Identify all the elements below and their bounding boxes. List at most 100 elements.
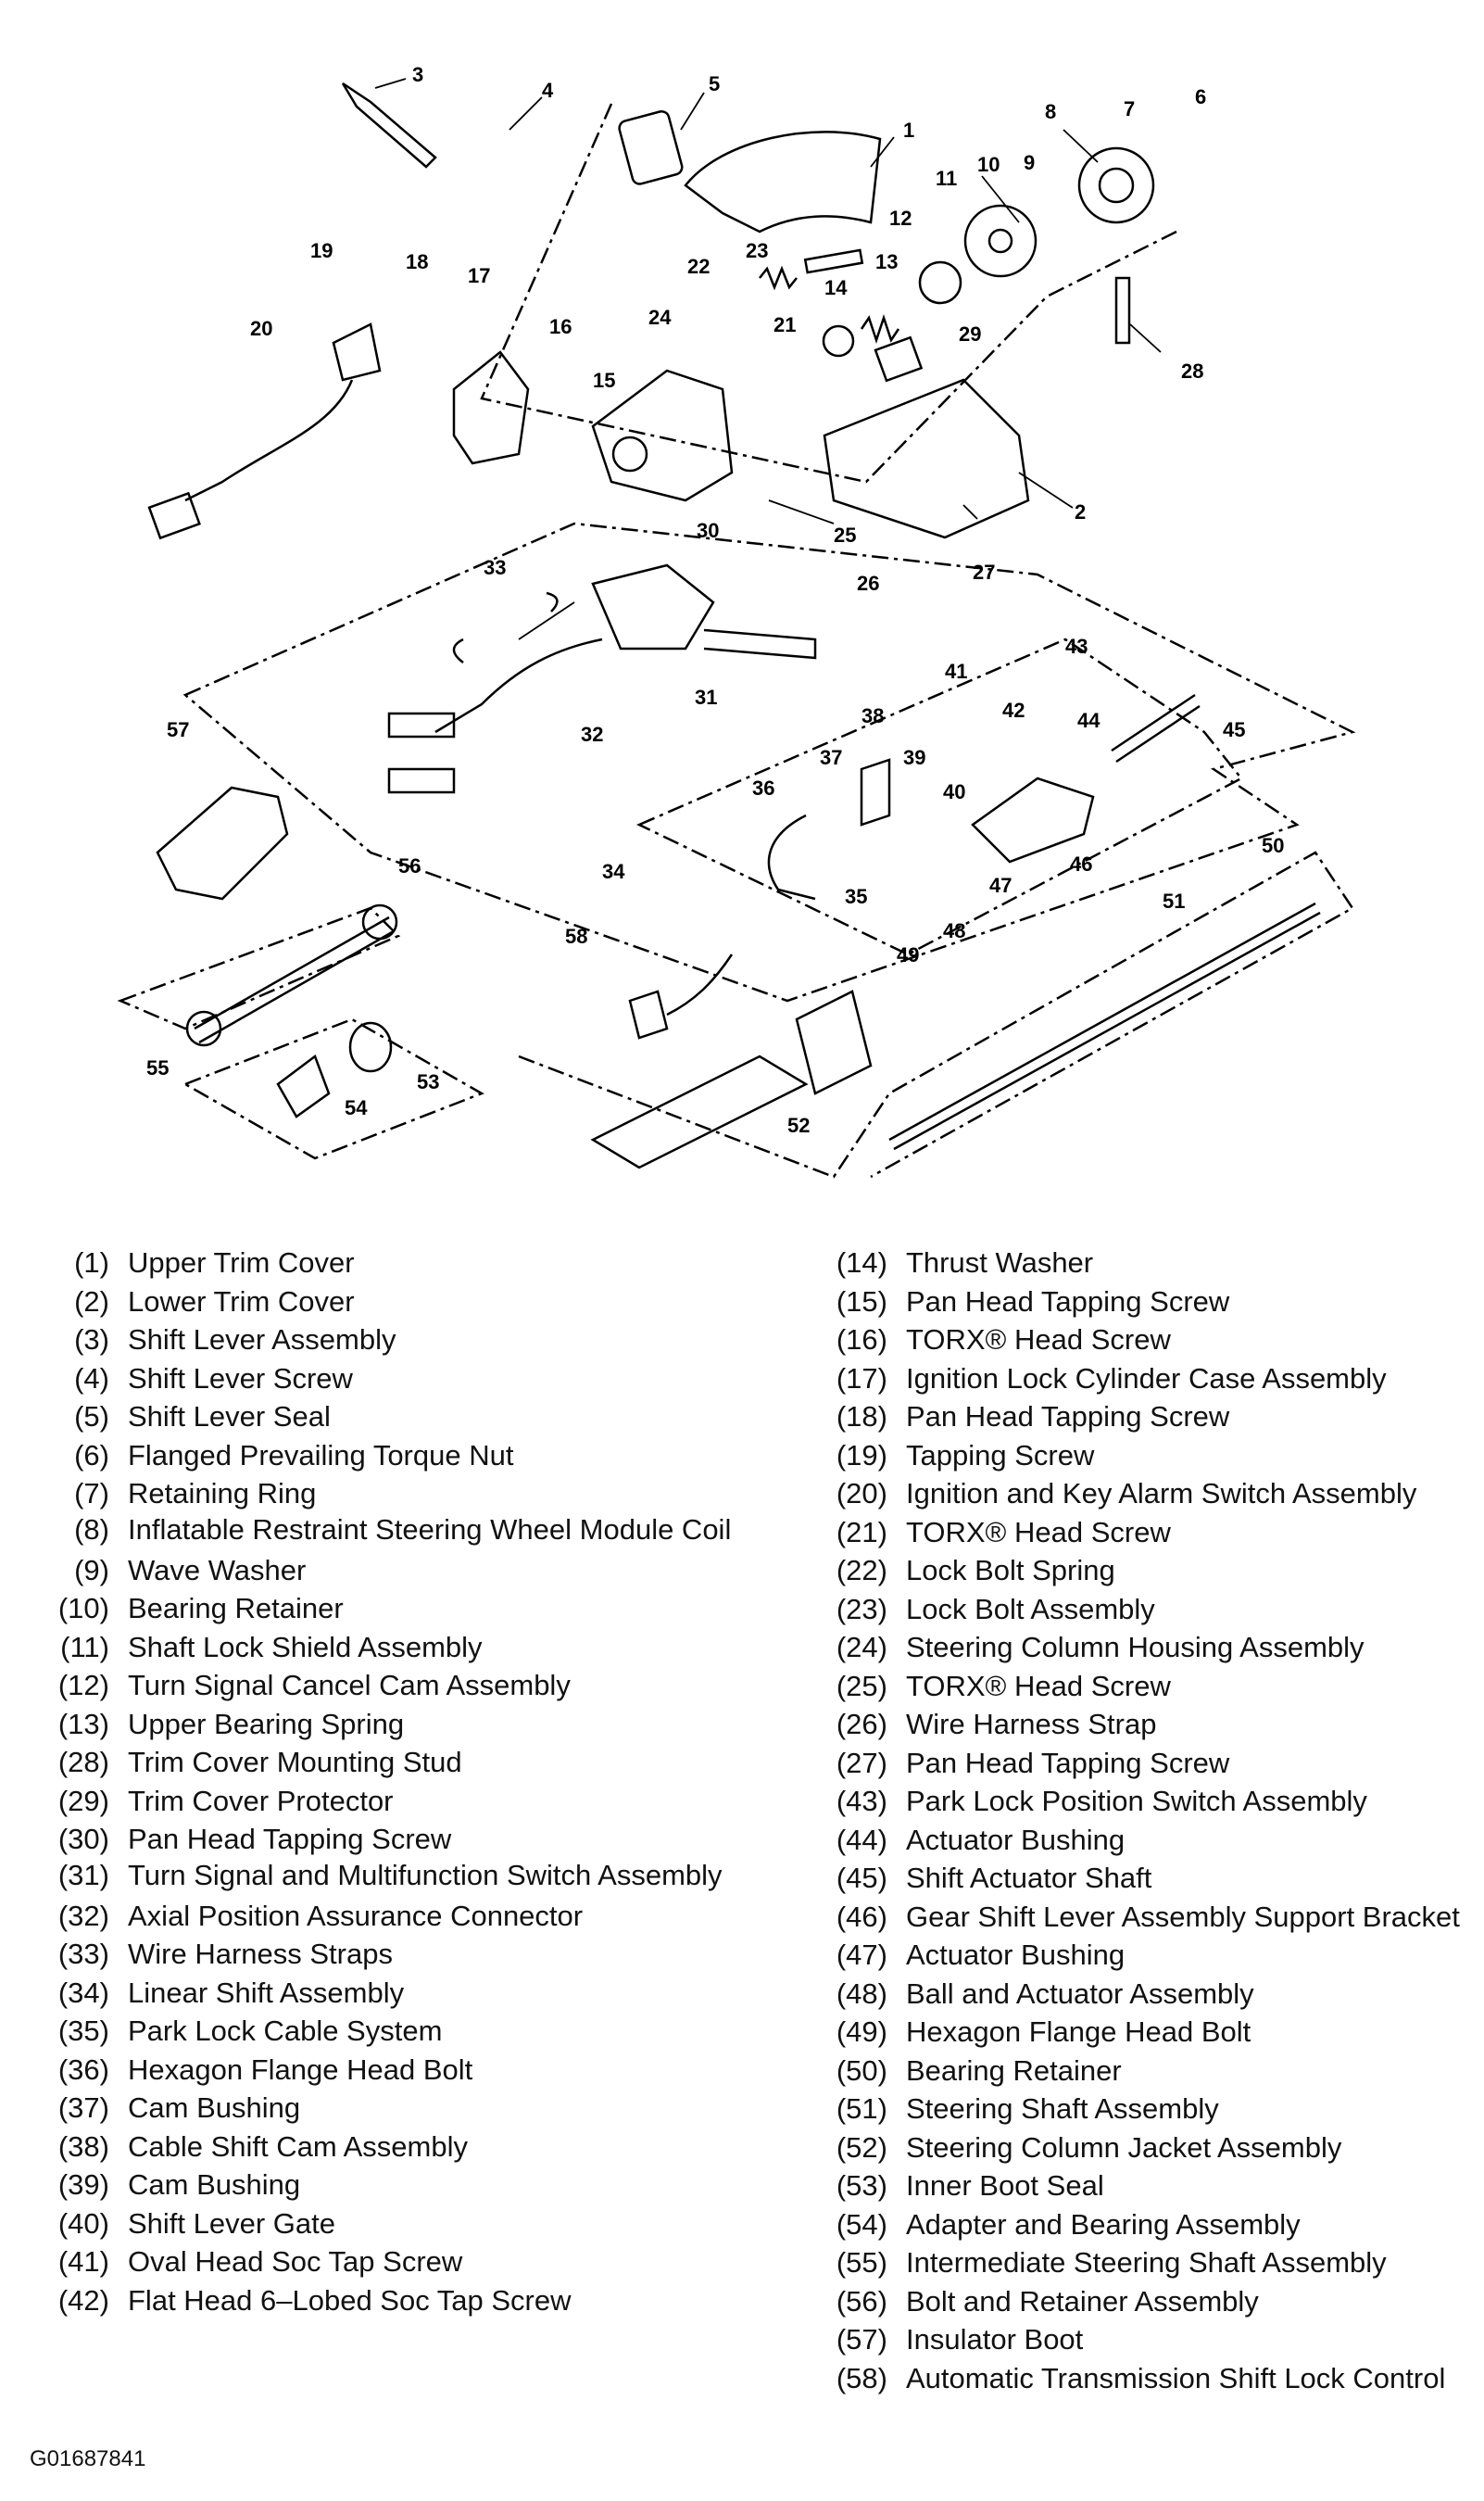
legend-number: (49)	[836, 2015, 887, 2048]
legend-item: (6)Flanged Prevailing Torque Nut	[28, 1436, 750, 1475]
legend-label: Cable Shift Cam Assembly	[128, 2129, 468, 2163]
legend-number: (26)	[836, 1708, 887, 1740]
callout-20: 20	[250, 317, 272, 340]
callout-44: 44	[1077, 709, 1100, 732]
shift-lever-seal	[618, 109, 684, 185]
callout-29: 29	[959, 322, 981, 346]
callout-1: 1	[903, 119, 914, 142]
legend-item: (25)TORX® Head Screw	[806, 1667, 1473, 1706]
legend-item: (45)Shift Actuator Shaft	[806, 1859, 1473, 1898]
legend-number: (10)	[57, 1592, 109, 1624]
legend-number: (4)	[74, 1361, 109, 1395]
legend-label: Automatic Transmission Shift Lock Contro…	[906, 2361, 1446, 2394]
legend-label: Steering Column Housing Assembly	[906, 1631, 1365, 1663]
legend-item: (19)Tapping Screw	[806, 1436, 1473, 1475]
legend-number: (35)	[57, 2015, 109, 2047]
steering-shaft	[888, 902, 1316, 1142]
ignition-switch	[332, 322, 382, 382]
legend-label: Inner Boot Seal	[906, 2169, 1104, 2202]
legend-number: (8)	[74, 1512, 109, 1546]
callout-5: 5	[709, 72, 720, 95]
trim-protector	[874, 335, 924, 383]
legend-number: (50)	[836, 2053, 887, 2087]
legend-number: (22)	[836, 1554, 887, 1586]
legend-label: Flat Head 6–Lobed Soc Tap Screw	[128, 2283, 572, 2317]
legend-label: Shift Lever Gate	[128, 2206, 336, 2240]
legend-label: Bearing Retainer	[906, 2053, 1122, 2087]
shift-lever	[341, 82, 437, 169]
callout-10: 10	[977, 153, 1000, 176]
legend-number: (54)	[836, 2207, 887, 2241]
legend-label: Pan Head Tapping Screw	[906, 1284, 1230, 1318]
bearing-spring	[860, 314, 900, 344]
callout-40: 40	[943, 780, 965, 803]
legend-number: (55)	[836, 2246, 887, 2279]
legend-number: (1)	[74, 1246, 109, 1279]
callout-45: 45	[1223, 718, 1245, 741]
callout-3: 3	[412, 63, 423, 86]
callout-49: 49	[897, 943, 919, 966]
legend-label: Trim Cover Mounting Stud	[128, 1746, 462, 1778]
callout-58: 58	[565, 925, 587, 948]
legend-label: Shift Lever Screw	[128, 1361, 353, 1395]
callout-32: 32	[581, 723, 603, 746]
legend-number: (20)	[836, 1477, 887, 1509]
legend-number: (3)	[74, 1323, 109, 1356]
legend-item: (55)Intermediate Steering Shaft Assembly	[806, 2243, 1473, 2282]
thrust-washer	[822, 324, 855, 358]
legend-item: (9)Wave Washer	[28, 1551, 750, 1590]
legend-number: (51)	[836, 2092, 887, 2125]
legend-number: (2)	[74, 1284, 109, 1318]
legend-number: (36)	[57, 2053, 109, 2086]
legend-label: Upper Trim Cover	[128, 1246, 355, 1279]
callout-37: 37	[820, 746, 842, 769]
legend-item: (44)Actuator Bushing	[806, 1821, 1473, 1860]
legend-item: (54)Adapter and Bearing Assembly	[806, 2205, 1473, 2244]
group-outline-middle	[182, 522, 1356, 1003]
callout-15: 15	[593, 369, 615, 392]
callout-35: 35	[845, 885, 867, 908]
callout-2: 2	[1075, 500, 1086, 524]
legend-item: (23)Lock Bolt Assembly	[806, 1590, 1473, 1629]
legend-item: (32)Axial Position Assurance Connector	[28, 1897, 750, 1936]
legend-label: Actuator Bushing	[906, 1823, 1126, 1856]
legend-item: (12)Turn Signal Cancel Cam Assembly	[28, 1666, 750, 1705]
legend-number: (19)	[836, 1438, 887, 1472]
legend-number: (21)	[836, 1515, 887, 1548]
legend-label: Wire Harness Strap	[906, 1708, 1157, 1740]
legend-item: (11)Shaft Lock Shield Assembly	[28, 1628, 750, 1667]
legend-label: Turn Signal Cancel Cam Assembly	[128, 1669, 571, 1701]
callout-34: 34	[602, 860, 625, 883]
legend-label: Steering Column Jacket Assembly	[906, 2130, 1342, 2164]
callout-38: 38	[861, 704, 884, 727]
lock-bolt-spring	[759, 265, 798, 291]
insulator-boot	[156, 786, 289, 901]
inner-boot-seal	[348, 1021, 393, 1073]
column-housing	[591, 369, 734, 502]
callout-8: 8	[1045, 100, 1056, 123]
legend-number: (29)	[57, 1784, 109, 1817]
turn-signal-switch	[591, 563, 715, 651]
legend-item: (52)Steering Column Jacket Assembly	[806, 2128, 1473, 2167]
legend-number: (11)	[60, 1630, 109, 1663]
legend-item: (48)Ball and Actuator Assembly	[806, 1975, 1473, 2014]
legend-label: Hexagon Flange Head Bolt	[906, 2015, 1251, 2048]
callout-12: 12	[889, 207, 912, 230]
group-outline-upper	[480, 103, 1177, 484]
callout-25: 25	[834, 524, 856, 547]
callout-56: 56	[398, 854, 421, 878]
legend-item: (22)Lock Bolt Spring	[806, 1551, 1473, 1590]
legend-number: (24)	[836, 1631, 887, 1663]
legend-item: (39)Cam Bushing	[28, 2166, 750, 2204]
callout-48: 48	[943, 919, 965, 942]
legend-label: Turn Signal and Multifunction Switch Ass…	[128, 1858, 723, 1891]
legend-label: Thrust Washer	[906, 1246, 1094, 1279]
legend-item: (42)Flat Head 6–Lobed Soc Tap Screw	[28, 2281, 750, 2320]
legend-number: (45)	[836, 1862, 887, 1894]
legend-item: (36)Hexagon Flange Head Bolt	[28, 2051, 750, 2090]
legend-item: (38)Cable Shift Cam Assembly	[28, 2128, 750, 2166]
module-coil	[1077, 146, 1155, 224]
legend-number: (30)	[57, 1823, 109, 1855]
cancel-cam	[918, 260, 962, 305]
legend-label: Wire Harness Straps	[128, 1938, 393, 1970]
